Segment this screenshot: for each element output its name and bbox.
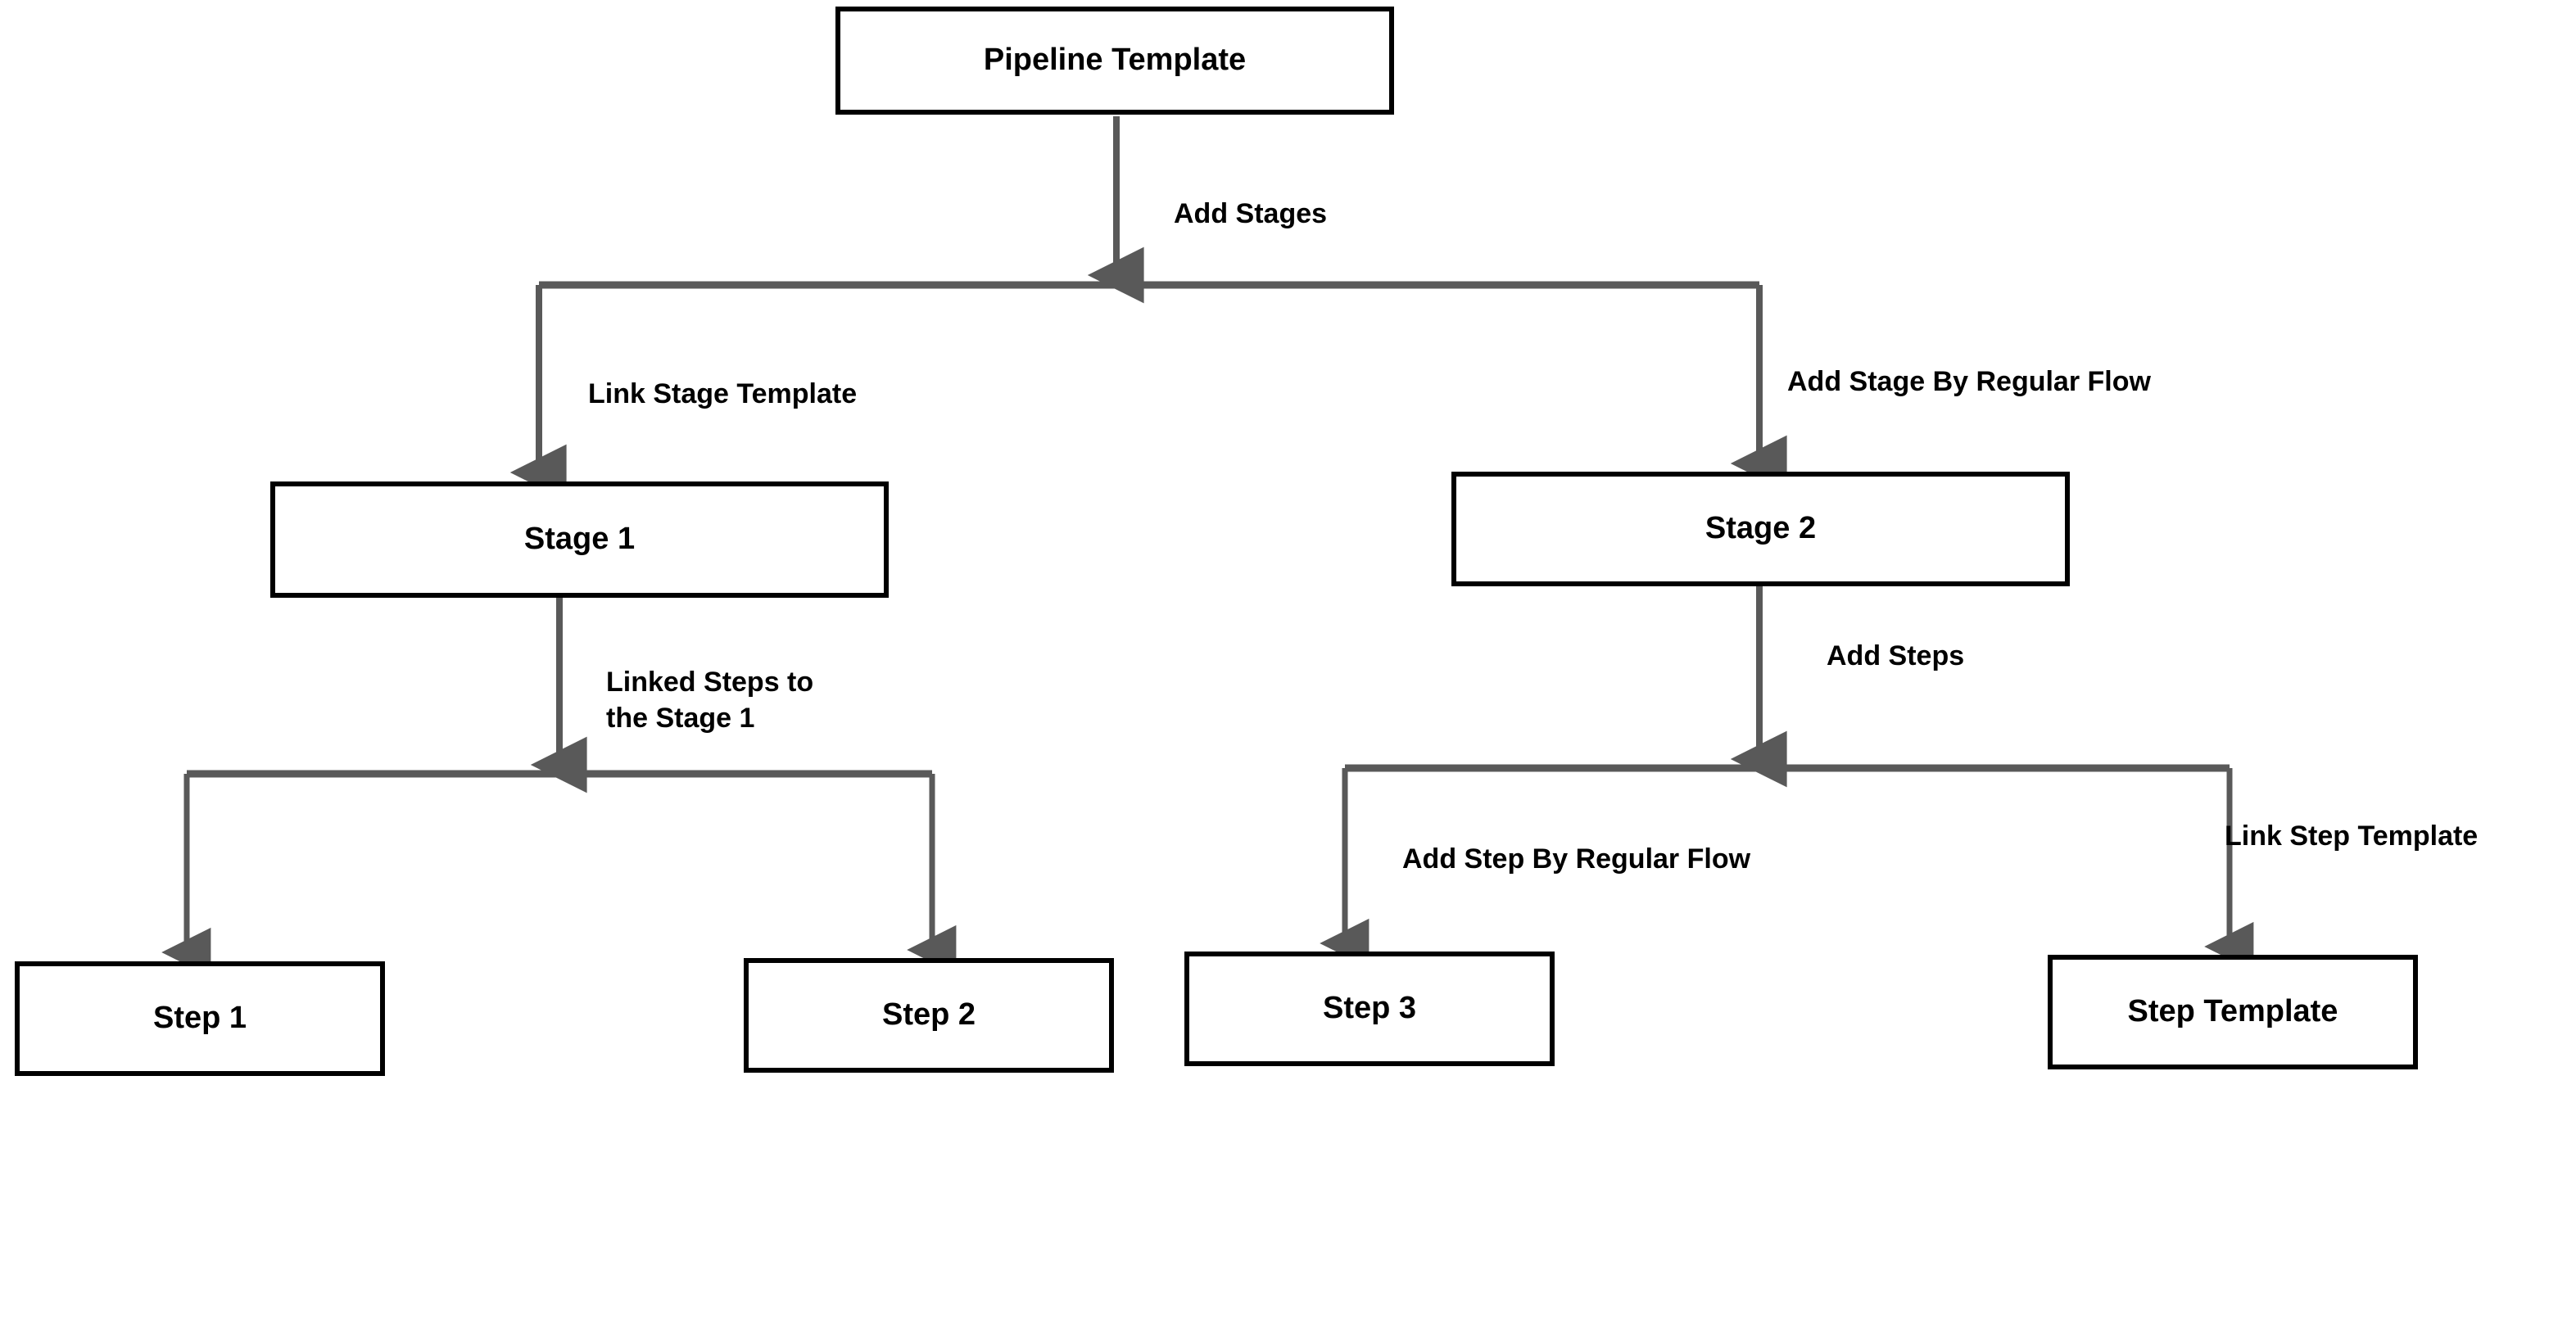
edge-label-link-step-template: Link Step Template <box>2225 820 2479 852</box>
edge-label-add-stages: Add Stages <box>1174 198 1328 229</box>
node-label-stage-1: Stage 1 <box>523 522 636 557</box>
node-label-stage-2: Stage 2 <box>1705 511 1817 546</box>
edge-label-linked-steps-to-the-stage-1: Linked Steps to the Stage 1 <box>606 667 814 734</box>
node-label-step-template: Step Template <box>2127 994 2338 1029</box>
node-stage-1[interactable]: Stage 1 <box>270 481 889 598</box>
edge-label-link-stage-template: Link Stage Template <box>588 378 858 409</box>
node-label-step-1: Step 1 <box>152 1001 247 1036</box>
node-stage-2[interactable]: Stage 2 <box>1451 472 2070 586</box>
edge-label-add-steps: Add Steps <box>1827 640 1965 671</box>
node-step-3[interactable]: Step 3 <box>1184 952 1555 1066</box>
node-step-1[interactable]: Step 1 <box>15 961 385 1076</box>
node-step-template[interactable]: Step Template <box>2048 955 2418 1069</box>
node-step-2[interactable]: Step 2 <box>744 958 1114 1073</box>
node-label-step-2: Step 2 <box>881 997 976 1033</box>
node-label-step-3: Step 3 <box>1322 991 1417 1026</box>
node-pipeline-template[interactable]: Pipeline Template <box>835 7 1394 115</box>
edge-label-add-step-by-regular-flow: Add Step By Regular Flow <box>1402 843 1751 875</box>
node-label-pipeline-template: Pipeline Template <box>983 43 1247 78</box>
edge-label-add-stage-by-regular-flow: Add Stage By Regular Flow <box>1787 366 2151 397</box>
